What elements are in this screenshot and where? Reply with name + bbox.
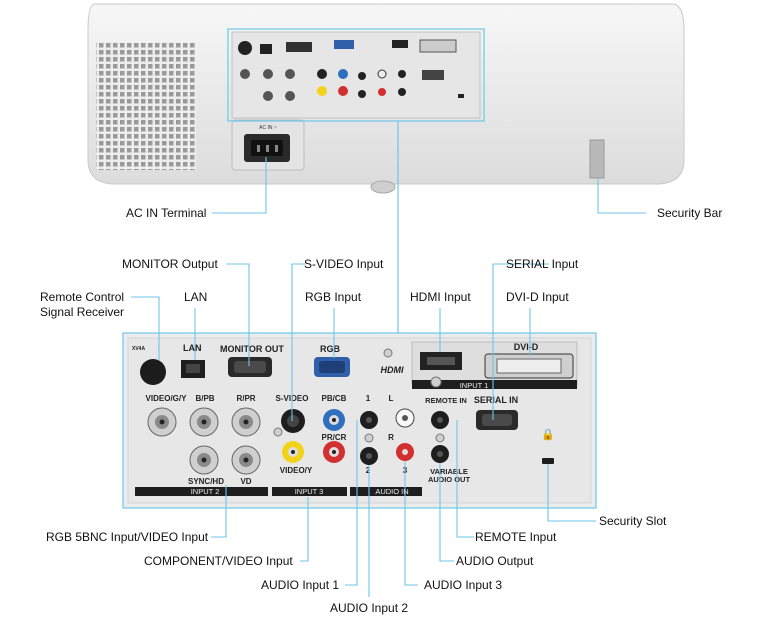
panel-audio-in-label: AUDIO IN <box>375 487 408 496</box>
highlight-frame <box>227 28 485 122</box>
rca-component <box>282 409 345 463</box>
panel-audio2-label: 2 <box>366 466 371 475</box>
panel-remote-in-label: REMOTE IN <box>425 396 467 405</box>
panel-audio1-label: 1 <box>366 394 371 403</box>
panel-bpb-label: B/PB <box>195 394 214 403</box>
callout-audio-input-1: AUDIO Input 1 <box>261 578 340 592</box>
bnc-connectors <box>147 407 261 475</box>
callout-audio-input-3: AUDIO Input 3 <box>424 578 503 592</box>
panel-monitor-out-label: MONITOR OUT <box>220 344 284 354</box>
callout-s-video-input: S-VIDEO Input <box>304 257 384 271</box>
panel-serial-in-label: SERIAL IN <box>474 395 518 405</box>
callout-security-slot: Security Slot <box>599 514 667 528</box>
panel-input3-label: INPUT 3 <box>295 487 324 496</box>
panel-audio-r-label: R <box>388 433 394 442</box>
panel-lan-label: LAN <box>183 343 202 353</box>
projector-body: AC IN ~ <box>87 3 685 194</box>
panel-input1-label: INPUT 1 <box>460 381 489 390</box>
callout-hdmi-input: HDMI Input <box>410 290 471 304</box>
panel-rgb-label: RGB <box>320 344 341 354</box>
panel-dvi-d-label: DVI-D <box>514 342 539 352</box>
panel-sync-hd-label: SYNC/HD <box>188 477 224 486</box>
panel-model-label: XV4A <box>132 346 145 352</box>
callout-remote-input: REMOTE Input <box>475 530 557 544</box>
callout-serial-input: SERIAL Input <box>506 257 579 271</box>
callout-monitor-output: MONITOR Output <box>122 257 218 271</box>
callout-component-video: COMPONENT/VIDEO Input <box>144 554 293 568</box>
panel-video-gy-label: VIDEO/G/Y <box>146 394 188 403</box>
panel-video-y-label: VIDEO/Y <box>280 466 313 475</box>
callout-security-bar: Security Bar <box>657 206 723 220</box>
callout-rgb-5bnc: RGB 5BNC Input/VIDEO Input <box>46 530 209 544</box>
panel-input2-label: INPUT 2 <box>191 487 220 496</box>
panel-rpr-label: R/PR <box>236 394 255 403</box>
leader-lines <box>131 157 646 597</box>
panel-audio-l-label: L <box>389 394 394 403</box>
callout-rgb-input: RGB Input <box>305 290 362 304</box>
ac-inlet: AC IN ~ <box>231 119 305 171</box>
callout-audio-output: AUDIO Output <box>456 554 534 568</box>
terminal-panel: XV4A LAN MONITOR OUT RGB HDMI DVI-D INPU… <box>122 332 597 509</box>
security-bar-shape <box>589 139 605 179</box>
panel-hdmi-label: HDMI <box>381 365 404 375</box>
callout-remote-receiver: Remote Control Signal Receiver <box>40 290 125 319</box>
panel-pbcb-label: PB/CB <box>322 394 347 403</box>
callout-dvi-d-input: DVI-D Input <box>506 290 569 304</box>
security-slot-shape <box>542 458 554 464</box>
panel-ac-in-label: AC IN ~ <box>259 125 277 131</box>
projector-foot <box>370 180 396 194</box>
callout-ac-in: AC IN Terminal <box>126 206 207 220</box>
remote-sensor <box>140 359 166 385</box>
lock-icon: 🔒 <box>541 428 555 441</box>
vent-grille <box>96 42 196 170</box>
panel-prcr-label: PR/CR <box>322 433 347 442</box>
panel-vd-label: VD <box>240 477 251 486</box>
callout-audio-input-2: AUDIO Input 2 <box>330 601 409 615</box>
callout-lan: LAN <box>184 290 208 304</box>
